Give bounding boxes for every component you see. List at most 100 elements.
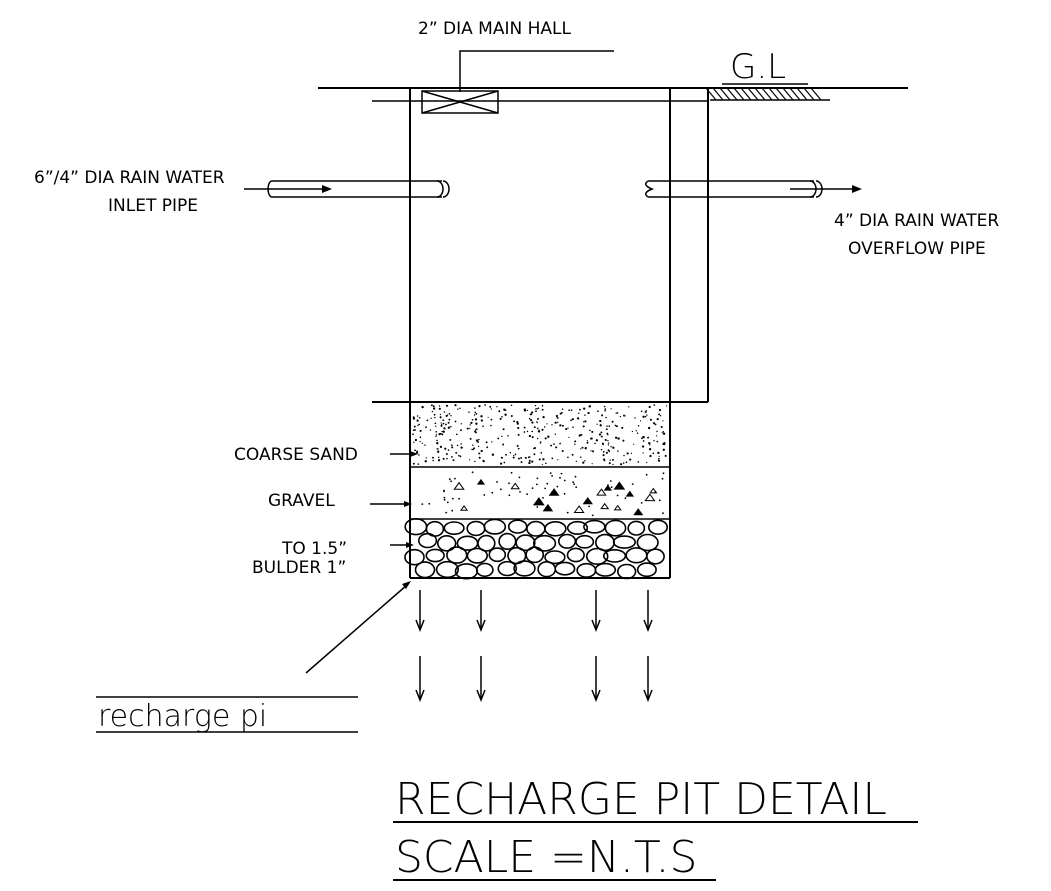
- sand-grain: [502, 428, 505, 431]
- sand-grain: [662, 432, 666, 435]
- gravel-grain: [450, 480, 452, 483]
- sand-grain: [568, 409, 570, 411]
- sand-grain: [542, 458, 545, 461]
- sand-grain: [459, 455, 462, 458]
- sand-grain: [648, 448, 652, 451]
- sand-grain: [419, 440, 421, 443]
- sand-grain: [434, 422, 437, 425]
- sand-grain: [659, 415, 662, 417]
- sand-grain: [466, 427, 469, 430]
- sand-grain: [660, 425, 663, 429]
- sand-grain: [611, 420, 614, 423]
- sand-grain: [426, 419, 429, 422]
- gravel-stone: [596, 488, 607, 496]
- sand-grain: [526, 430, 529, 433]
- sand-grain: [440, 424, 443, 427]
- sand-grain: [531, 461, 533, 463]
- sand-grain: [531, 430, 534, 433]
- gravel-grain: [471, 471, 474, 474]
- hatch-stroke: [803, 87, 815, 101]
- gravel-grain: [551, 475, 553, 477]
- sand-grain: [455, 451, 458, 454]
- sand-grain: [644, 415, 647, 418]
- gravel-grain: [631, 483, 634, 485]
- hatch-stroke: [733, 87, 745, 101]
- boulder-stone: [647, 519, 668, 535]
- boulder-stone: [575, 534, 595, 549]
- sand-grain: [435, 435, 437, 437]
- sand-grain: [474, 460, 476, 463]
- boulder-stone: [483, 518, 507, 535]
- sand-grain: [631, 430, 634, 433]
- sand-grain: [451, 446, 454, 449]
- sand-grain: [456, 444, 459, 447]
- sand-grain: [605, 416, 607, 419]
- sand-grain: [640, 437, 643, 440]
- sand-grain: [600, 431, 603, 434]
- sand-grain: [531, 436, 534, 439]
- sand-grain: [536, 437, 539, 440]
- sand-grain: [604, 409, 606, 412]
- sand-grain: [429, 429, 432, 431]
- sand-grain: [412, 429, 415, 431]
- sand-grain: [523, 431, 526, 433]
- sand-grain: [473, 414, 476, 416]
- boulder-stone: [507, 519, 528, 534]
- sand-grain: [424, 460, 427, 463]
- sand-grain: [565, 428, 568, 431]
- sand-grain: [601, 414, 604, 417]
- sand-grain: [533, 426, 536, 429]
- sand-grain: [417, 463, 420, 465]
- boulder-stone: [616, 563, 637, 580]
- sand-grain: [417, 424, 419, 427]
- hatch-stroke: [754, 87, 766, 101]
- gravel-stone: [573, 505, 585, 513]
- sand-grain: [608, 425, 611, 427]
- sand-grain: [597, 410, 599, 413]
- boulder-stone: [418, 532, 438, 549]
- sand-grain: [534, 404, 537, 407]
- sand-grain: [590, 437, 593, 440]
- sand-grain: [470, 422, 472, 424]
- sand-grain: [602, 458, 606, 461]
- sand-grain: [600, 448, 603, 451]
- sand-grain: [595, 439, 599, 442]
- sand-grain: [578, 434, 581, 437]
- sand-grain: [657, 451, 660, 455]
- sand-grain: [431, 410, 434, 413]
- sand-grain: [520, 461, 523, 464]
- sand-grain: [445, 453, 448, 455]
- gravel-grain: [536, 477, 539, 480]
- hatch-stroke: [761, 87, 773, 101]
- gravel-stone: [625, 490, 635, 497]
- down-arrow-icon: [415, 590, 425, 633]
- boulder-stone: [466, 520, 486, 537]
- gravel-grain: [544, 487, 546, 490]
- gravel-grain: [574, 475, 577, 478]
- sand-grain: [533, 447, 536, 450]
- sand-grain: [580, 448, 582, 450]
- hatch-stroke: [810, 87, 822, 101]
- sand-grain: [445, 404, 449, 407]
- sand-grain: [442, 457, 445, 460]
- hatch-stroke: [768, 87, 780, 101]
- sand-grain: [642, 440, 645, 442]
- sand-grain: [616, 425, 618, 428]
- sand-grain: [487, 416, 489, 418]
- sand-grain: [513, 420, 516, 423]
- hatch-stroke: [782, 87, 794, 101]
- sand-grain: [443, 427, 446, 430]
- sand-grain: [551, 424, 553, 426]
- sand-grain: [497, 437, 500, 440]
- gravel-grain: [483, 494, 486, 496]
- sand-grain: [658, 457, 660, 460]
- drawing-title: RECHARGE PIT DETAIL: [395, 774, 887, 825]
- sand-grain: [419, 429, 422, 432]
- hatch-stroke: [747, 87, 759, 101]
- sand-grain: [544, 437, 547, 440]
- sand-grain: [637, 461, 640, 463]
- sand-grain: [568, 436, 570, 439]
- sand-grain: [598, 433, 602, 436]
- boulder-stone: [602, 549, 627, 563]
- sand-grain: [486, 446, 489, 449]
